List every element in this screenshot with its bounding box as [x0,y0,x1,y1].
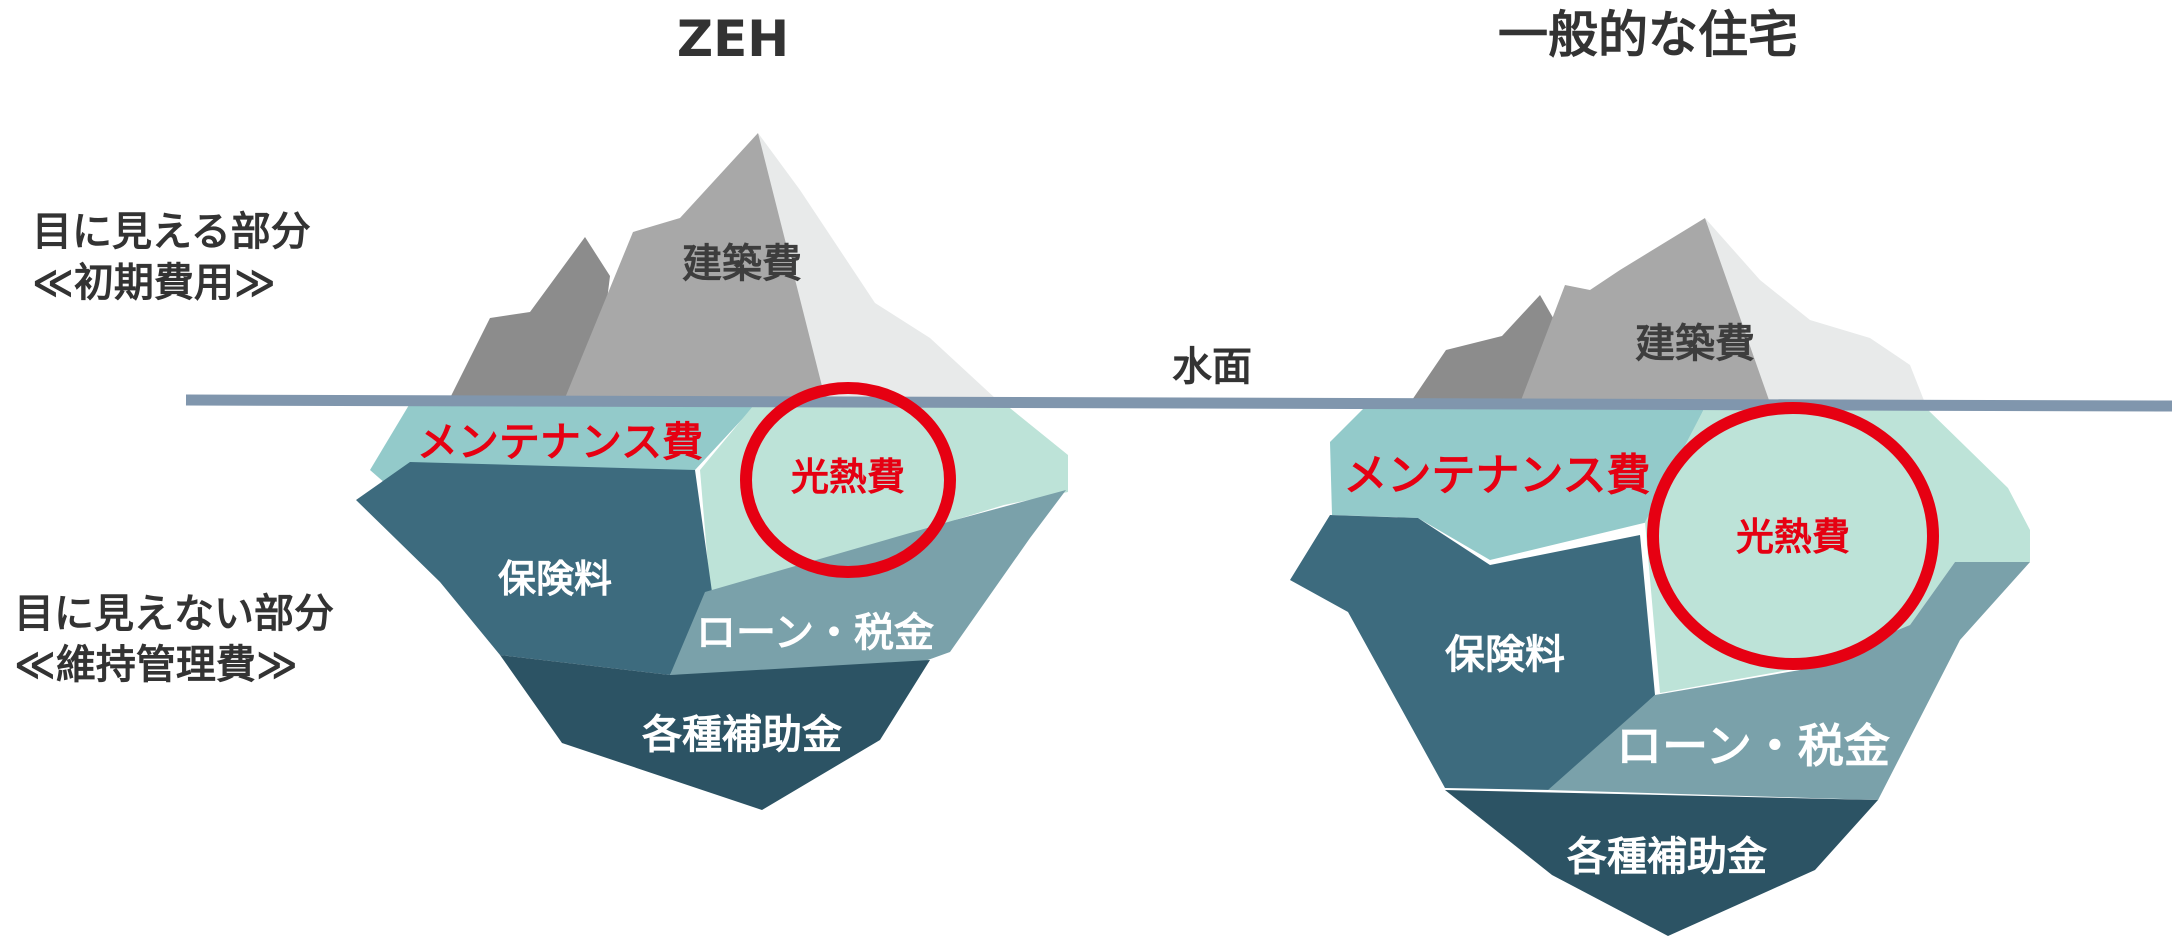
left-utilities-cost: 光熱費 [791,455,905,499]
left-segment-slate [356,462,712,675]
left-title: ZEH [677,10,789,68]
right-peak-light [1705,218,1925,403]
left-segment-mint [700,400,1068,620]
right-subsidies: 各種補助金 [1567,834,1768,880]
visible-part-label: 目に見える部分 [32,209,311,255]
right-utilities-cost: 光熱費 [1736,515,1850,559]
left-maintenance-cost: メンテナンス費 [417,418,703,466]
left-insurance: 保険料 [498,557,612,601]
right-construction-cost: 建築費 [1635,321,1755,367]
right-segment-mint [1645,407,2030,693]
water-surface-line [185,394,2172,412]
left-construction-cost: 建築費 [682,241,802,287]
right-segment-teal [1330,407,1705,560]
left-segment-slate-grey [670,490,1066,675]
initial-cost-label: ≪初期費用≫ [32,260,276,306]
maintenance-cost-label: ≪維持管理費≫ [14,642,298,688]
right-peak-dark [1410,295,1560,403]
left-utilities-highlight-ring [740,382,956,578]
right-maintenance-cost: メンテナンス費 [1343,450,1650,501]
left-subsidies: 各種補助金 [642,712,843,758]
hidden-part-label: 目に見えない部分 [14,591,334,637]
left-segment-navy [500,655,930,810]
left-peak-dark [450,237,610,398]
right-iceberg [1290,218,2030,936]
right-peak-mid [1520,218,1775,403]
right-utilities-highlight-ring [1647,402,1939,670]
water-surface-label: 水面 [1172,344,1252,390]
right-segment-slate [1290,515,1655,790]
left-iceberg [356,133,1068,810]
right-insurance: 保険料 [1445,632,1565,678]
right-loan-tax: ローン・税金 [1616,719,1891,773]
left-loan-tax: ローン・税金 [696,610,935,656]
right-title: 一般的な住宅 [1498,6,1798,64]
left-peak-light [758,133,995,398]
right-segment-navy [1445,790,1878,936]
right-segment-slate-grey [1548,562,2030,800]
